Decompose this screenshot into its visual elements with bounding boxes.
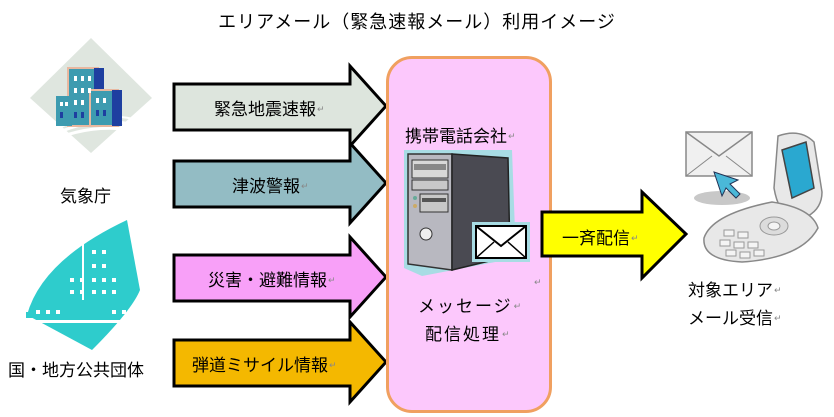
server-with-mail-icon	[402, 148, 532, 278]
arrow-shape	[172, 233, 389, 321]
carrier-process-line2: 配信処理↵	[425, 320, 512, 345]
message-label-missile: 弾道ミサイル情報	[192, 356, 328, 376]
carrier-process-line1: メッセージ↵	[418, 292, 523, 317]
arrow-shape	[172, 318, 389, 406]
return-mark: ↵	[329, 361, 337, 371]
message-arrow-earthquake: 緊急地震速報↵	[172, 62, 389, 154]
broadcast-arrow: 一斉配信↵	[540, 188, 690, 290]
diagram-title: エリアメール（緊急速報メール）利用イメージ	[218, 12, 616, 33]
arrow-shape	[540, 188, 689, 282]
carrier-title: 携帯電話会社↵	[405, 122, 516, 147]
message-label-earthquake: 緊急地震速報	[214, 100, 316, 120]
carrier-title-text: 携帯電話会社	[405, 127, 507, 147]
message-arrow-disaster: 災害・避難情報↵	[172, 233, 389, 325]
receiver-line2-text: メール受信	[688, 309, 773, 329]
return-mark: ↵	[508, 132, 516, 142]
message-arrow-tsunami: 津波警報↵	[172, 139, 389, 231]
return-mark: ↵	[502, 330, 512, 340]
message-arrow-missile: 弾道ミサイル情報↵	[172, 318, 389, 410]
return-mark: ↵	[513, 302, 524, 312]
return-mark: ↵	[317, 105, 325, 115]
arrow-shape	[172, 62, 389, 150]
receiver-line1: 対象エリア↵	[688, 276, 782, 301]
sender-label-government: 国・地方公共団体	[8, 361, 144, 381]
broadcast-label: 一斉配信	[562, 229, 630, 249]
weather-agency-building-icon	[30, 38, 152, 153]
return-mark: ↵	[774, 314, 782, 324]
arrow-shape	[172, 139, 389, 227]
government-building-icon	[22, 220, 142, 350]
return-mark: ↵	[631, 234, 639, 244]
mobile-phone-mail-icon	[682, 128, 830, 268]
message-label-tsunami: 津波警報	[232, 177, 300, 197]
return-mark: ↵	[301, 182, 309, 192]
message-label-disaster: 災害・避難情報	[208, 271, 327, 291]
return-mark: ↵	[774, 286, 782, 296]
carrier-process-line2-text: 配信処理	[425, 325, 501, 345]
receiver-line2: メール受信↵	[688, 304, 782, 329]
return-mark: ↵	[328, 276, 336, 286]
receiver-line1-text: 対象エリア	[688, 281, 773, 301]
return-mark: ↵	[534, 278, 542, 288]
sender-label-weather-agency: 気象庁	[60, 187, 111, 207]
carrier-process-line1-text: メッセージ	[418, 297, 513, 317]
